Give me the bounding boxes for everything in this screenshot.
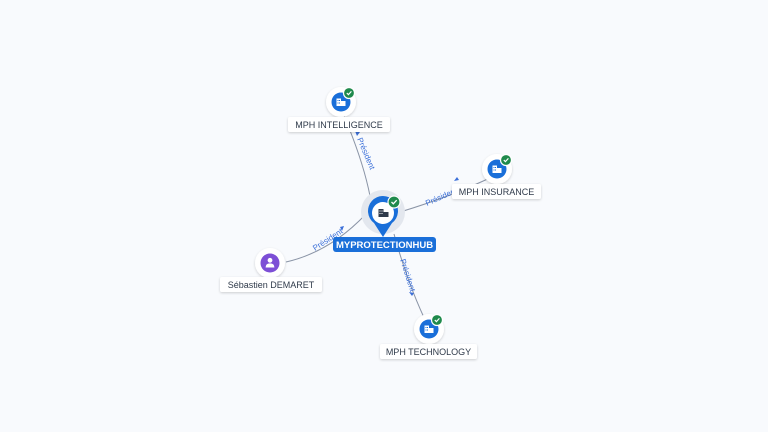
person-icon [265,257,275,268]
verified-badge-icon [387,195,401,209]
node-label: Sébastien DEMARET [228,280,315,290]
building-icon [492,165,502,173]
node-label: MPH TECHNOLOGY [386,347,471,357]
node-mph-insurance[interactable]: MPH INSURANCE [452,153,541,199]
center-node-label: MYPROTECTIONHUB [336,240,433,251]
node-label: MPH INTELLIGENCE [295,120,383,130]
node-mph-technology[interactable]: MPH TECHNOLOGY [380,313,477,359]
verified-badge-icon [430,313,444,327]
node-sebastien-demaret[interactable]: Sébastien DEMARET [220,248,322,292]
verified-badge-icon [342,86,356,100]
edge-label-technology: Président [398,258,417,294]
center-node[interactable]: MYPROTECTIONHUB [333,190,436,252]
building-icon [424,325,434,333]
node-mph-intelligence[interactable]: MPH INTELLIGENCE [288,86,390,132]
verified-badge-icon [499,153,513,167]
node-label: MPH INSURANCE [459,187,535,197]
building-icon [336,98,346,106]
building-icon [378,209,389,217]
